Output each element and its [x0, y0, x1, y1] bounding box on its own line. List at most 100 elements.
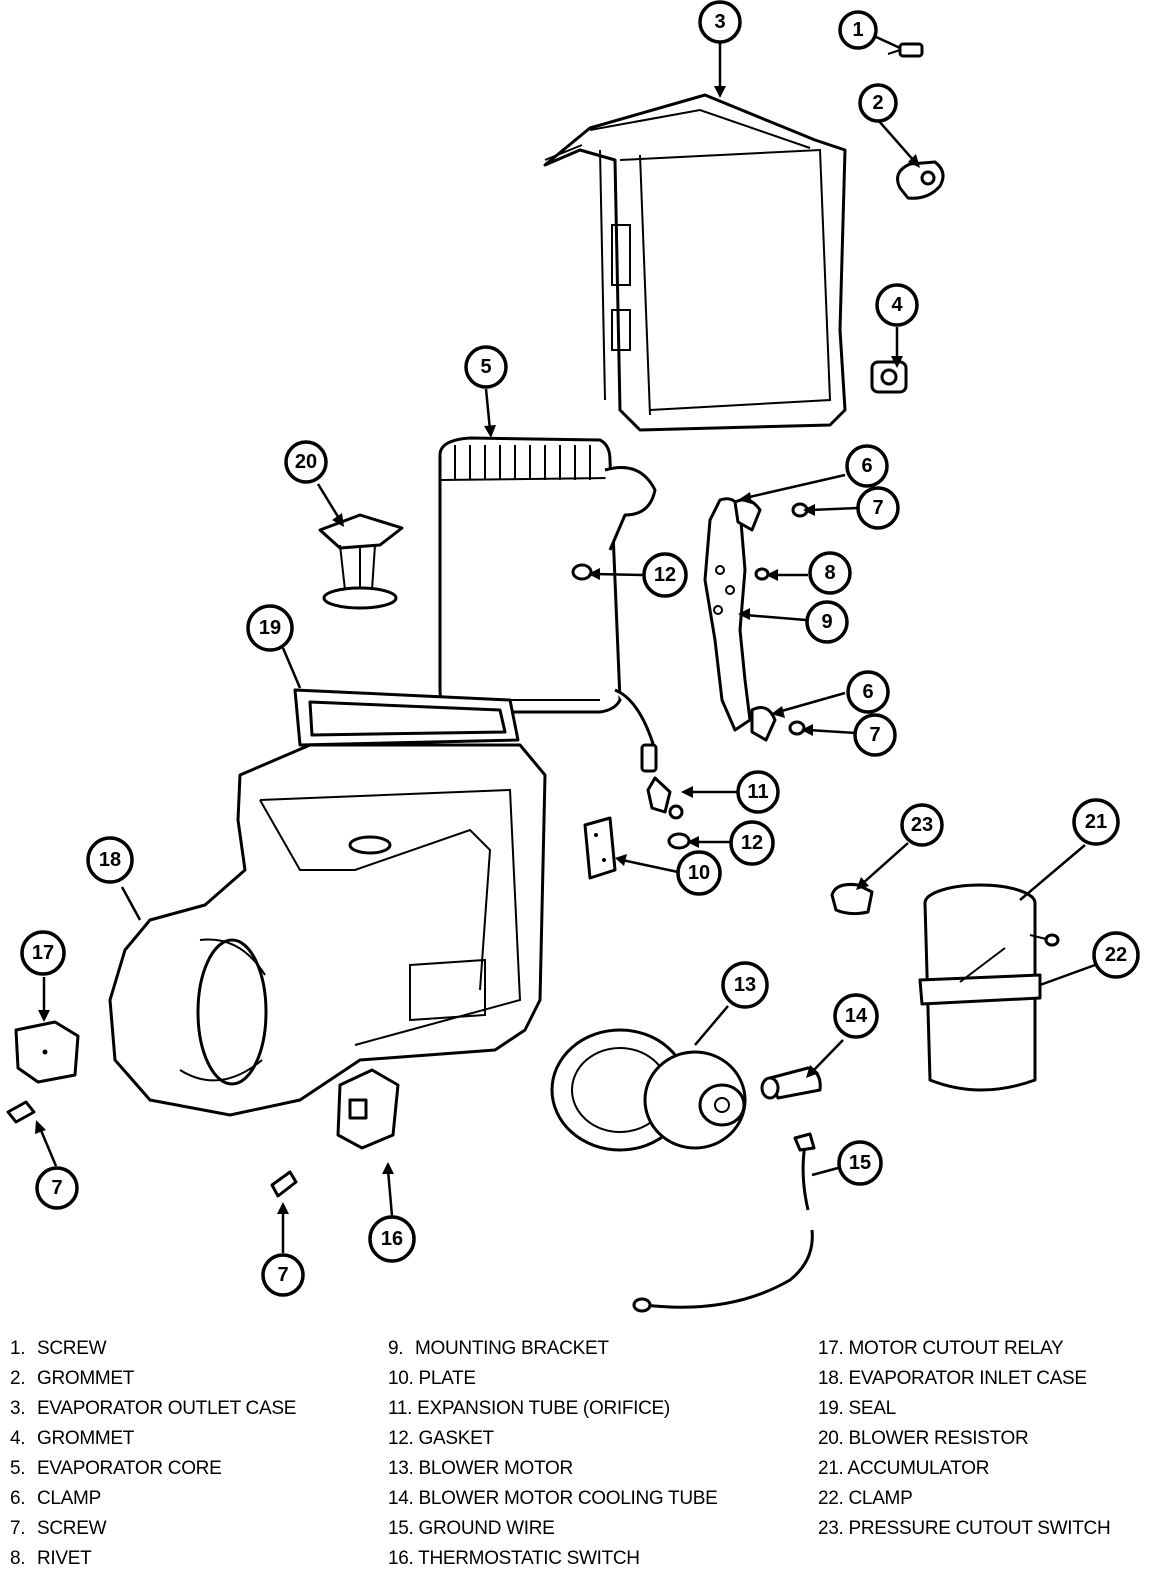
svg-text:8: 8 [824, 562, 835, 584]
callout-6-lower: 6 [846, 670, 890, 714]
callout-1: 1 [838, 10, 878, 50]
callout-7-upper: 7 [856, 486, 900, 530]
callout-2: 2 [858, 83, 898, 123]
legend-item: 19. SEAL [818, 1398, 896, 1419]
svg-text:3: 3 [714, 11, 725, 33]
legend-item: 16. THERMOSTATIC SWITCH [388, 1548, 640, 1569]
part-seal [293, 688, 520, 747]
svg-text:2: 2 [872, 92, 883, 114]
svg-text:13: 13 [734, 974, 756, 996]
part-rivet-8 [754, 567, 770, 581]
legend-item: 22. CLAMP [818, 1488, 913, 1509]
part-screw-7-lower [788, 720, 806, 736]
callout-21: 21 [1072, 798, 1120, 846]
svg-text:18: 18 [99, 849, 121, 871]
leader-lines [35, 34, 1096, 1253]
svg-text:12: 12 [654, 564, 676, 586]
svg-text:7: 7 [51, 1177, 62, 1199]
legend-item: 8. RIVET [10, 1548, 92, 1569]
legend-item: 13. BLOWER MOTOR [388, 1458, 573, 1479]
legend-item: 10. PLATE [388, 1368, 476, 1389]
legend-item: 5. EVAPORATOR CORE [10, 1458, 222, 1479]
part-thermostatic-switch [336, 1068, 400, 1150]
part-clamp-6-lower [750, 706, 777, 742]
svg-text:12: 12 [741, 832, 763, 854]
legend-item: 17. MOTOR CUTOUT RELAY [818, 1338, 1064, 1359]
part-grommet-4 [870, 360, 908, 394]
part-evaporator-inlet-case [108, 743, 547, 1117]
part-screw-7-bottom [270, 1170, 298, 1198]
callout-23: 23 [900, 803, 944, 847]
callout-13: 13 [721, 961, 769, 1009]
callout-8: 8 [808, 551, 852, 595]
part-gasket-12-lower [667, 832, 691, 850]
legend-item: 1. SCREW [10, 1338, 107, 1359]
svg-text:14: 14 [845, 1005, 868, 1027]
legend-item: 3. EVAPORATOR OUTLET CASE [10, 1398, 297, 1419]
svg-text:6: 6 [862, 681, 873, 703]
legend-item: 6. CLAMP [10, 1488, 101, 1509]
legend-item: 18. EVAPORATOR INLET CASE [818, 1368, 1087, 1389]
part-pressure-cutout-switch [830, 883, 874, 916]
part-clamp-22 [918, 947, 1042, 1006]
part-screw-1 [887, 42, 924, 58]
part-ground-wire [632, 1132, 816, 1313]
part-blower-motor [550, 1028, 747, 1152]
callout-5: 5 [464, 345, 508, 389]
part-evaporator-core [438, 436, 658, 773]
svg-text:7: 7 [872, 497, 883, 519]
callout-18: 18 [86, 836, 134, 884]
legend-item: 7. SCREW [10, 1518, 107, 1539]
callout-16: 16 [368, 1215, 416, 1263]
svg-text:11: 11 [747, 781, 768, 803]
legend-item: 11. EXPANSION TUBE (ORIFICE) [388, 1398, 670, 1419]
callout-15: 15 [837, 1140, 883, 1186]
callout-6-upper: 6 [845, 444, 889, 488]
part-motor-cutout-relay [14, 1020, 80, 1084]
legend-column-1: 1. SCREW 2. GROMMET 3. EVAPORATOR OUTLET… [10, 1334, 296, 1574]
part-evaporator-outlet-case [543, 93, 847, 432]
callout-7-lower: 7 [853, 713, 897, 757]
svg-text:16: 16 [381, 1228, 403, 1250]
callout-9: 9 [805, 600, 849, 644]
legend-item: 15. GROUND WIRE [388, 1518, 555, 1539]
part-expansion-tube [646, 776, 684, 820]
part-blower-resistor [318, 513, 404, 610]
svg-text:7: 7 [277, 1264, 288, 1286]
svg-text:9: 9 [821, 611, 832, 633]
legend-item: 9. MOUNTING BRACKET [388, 1338, 609, 1359]
callout-10-plate: 10 [676, 850, 722, 896]
callout-22: 22 [1092, 931, 1140, 979]
callout-19: 19 [246, 604, 294, 652]
svg-text:19: 19 [259, 617, 281, 639]
svg-text:20: 20 [295, 451, 317, 473]
callout-20: 20 [284, 440, 328, 484]
svg-text:5: 5 [480, 356, 491, 378]
svg-text:22: 22 [1105, 944, 1127, 966]
legend-item: 4. GROMMET [10, 1428, 135, 1449]
legend-item: 23. PRESSURE CUTOUT SWITCH [818, 1518, 1111, 1539]
svg-text:1: 1 [852, 19, 863, 41]
exploded-parts-diagram: 1 2 3 4 5 20 6 7 12 8 19 9 6 7 11 12 10 … [6, 0, 1140, 1313]
svg-text:15: 15 [849, 1152, 871, 1174]
legend-item: 12. GASKET [388, 1428, 494, 1449]
callout-7-left: 7 [35, 1166, 79, 1210]
svg-text:7: 7 [869, 724, 880, 746]
svg-text:17: 17 [32, 942, 54, 964]
callout-12-upper: 12 [642, 552, 688, 598]
callout-3: 3 [698, 0, 742, 44]
callout-17: 17 [20, 930, 66, 976]
svg-text:4: 4 [891, 294, 903, 316]
part-screw-7-left [6, 1100, 36, 1124]
part-gasket-12-upper [571, 563, 593, 581]
svg-text:23: 23 [911, 814, 933, 836]
legend-item: 20. BLOWER RESISTOR [818, 1428, 1029, 1449]
svg-text:21: 21 [1085, 811, 1107, 833]
part-plate [583, 816, 617, 880]
legend-item: 21. ACCUMULATOR [818, 1458, 990, 1479]
legend-item: 14. BLOWER MOTOR COOLING TUBE [388, 1488, 718, 1509]
legend-column-2: 9. MOUNTING BRACKET 10. PLATE 11. EXPANS… [388, 1334, 718, 1574]
parts-legend: 1. SCREW 2. GROMMET 3. EVAPORATOR OUTLET… [0, 1334, 1152, 1594]
callout-7-bottom: 7 [261, 1253, 305, 1297]
part-clamp-6-upper [733, 498, 762, 532]
